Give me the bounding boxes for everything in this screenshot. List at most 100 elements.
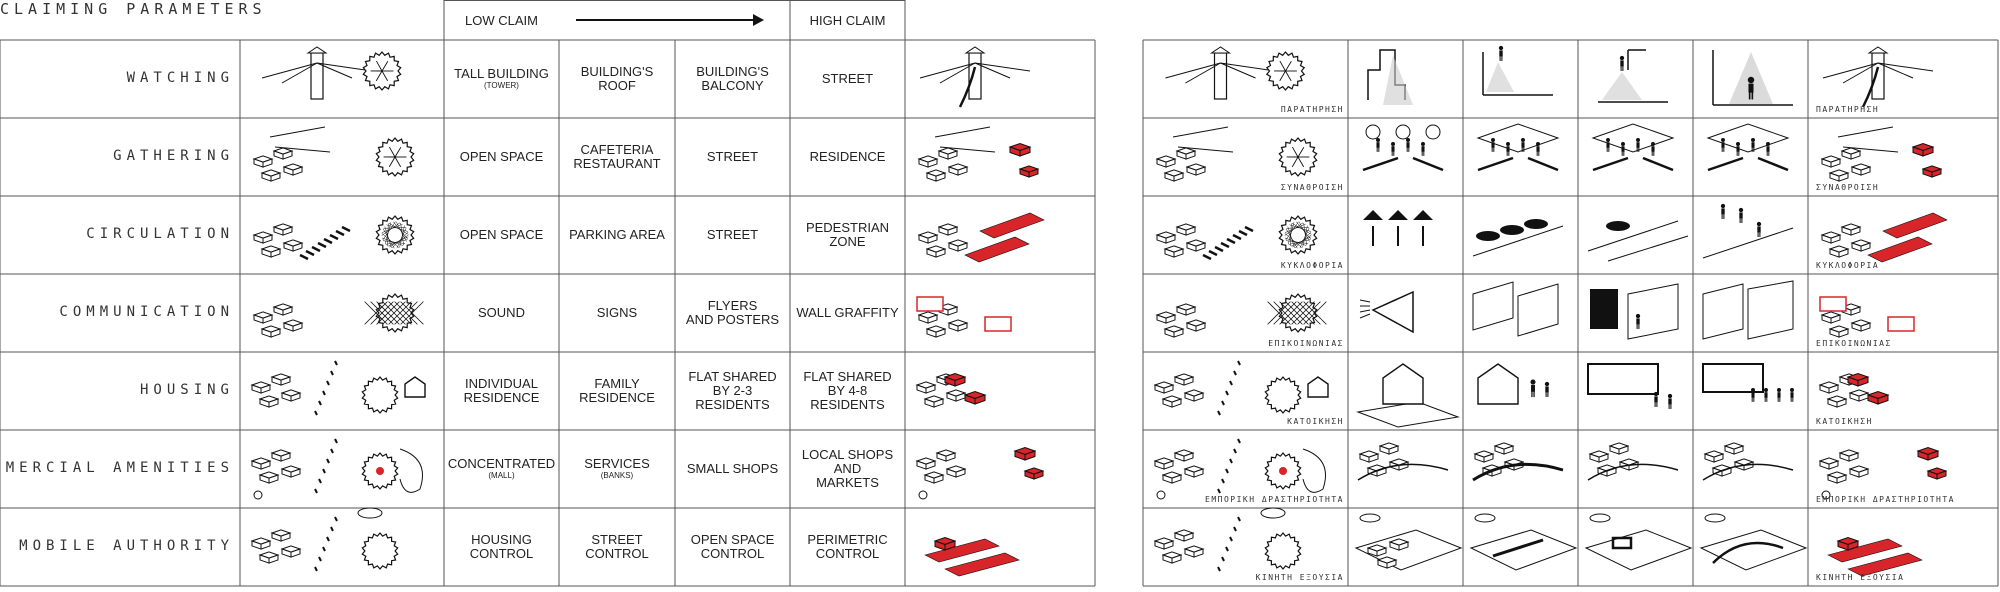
row-label: GATHERING bbox=[113, 148, 234, 164]
claim-scale-arrow bbox=[576, 14, 764, 26]
concept-diagram bbox=[1153, 438, 1326, 500]
claim-level-diagram bbox=[1706, 123, 1790, 172]
greek-label: ΚΑΤΟΙΚΗΣΗ bbox=[1816, 417, 1873, 426]
claim-result-diagram bbox=[915, 446, 1045, 500]
claim-level-diagram bbox=[1363, 210, 1433, 246]
claim-result-diagram bbox=[1819, 296, 1915, 338]
claim-result-diagram bbox=[917, 126, 1040, 182]
claim-cell: STREET bbox=[675, 118, 790, 196]
claim-text: SOUND bbox=[478, 305, 525, 320]
claim-level-diagram bbox=[1354, 513, 1463, 571]
greek-label: ΠΑΡΑΤΗΡΗΣΗ bbox=[1816, 105, 1880, 114]
claim-level-diagram bbox=[1598, 49, 1668, 103]
claim-result-diagram bbox=[1818, 372, 1890, 408]
claim-text: WALL GRAFFITY bbox=[796, 305, 899, 320]
claim-text: CONCENTRATED bbox=[447, 456, 556, 471]
claim-level-diagram bbox=[1367, 49, 1413, 105]
concept-diagram bbox=[252, 215, 415, 261]
claim-level-diagram bbox=[1702, 442, 1794, 481]
greek-label: ΣΥΝΑΘΡΟΙΣΗ bbox=[1816, 183, 1880, 192]
greek-label: ΚΙΝΗΤΗ ΕΞΟΥΣΙΑ bbox=[1816, 573, 1905, 582]
row-label: CIRCULATION bbox=[86, 226, 234, 242]
claim-text: PARKING AREA bbox=[569, 227, 665, 242]
claim-result-diagram bbox=[1818, 446, 1948, 500]
claim-result-diagram bbox=[1820, 126, 1943, 182]
claim-cell: SERVICES(BANKS) bbox=[559, 430, 675, 508]
claim-cell: SOUND bbox=[444, 274, 559, 352]
claim-result-diagram bbox=[917, 212, 1045, 263]
claim-cell: OPEN SPACE bbox=[444, 196, 559, 274]
claim-level-diagram bbox=[1359, 290, 1414, 334]
claim-cell: SIGNS bbox=[559, 274, 675, 352]
concept-diagram bbox=[261, 46, 402, 100]
greek-label: ΚΥΚΛΟΦΟΡΙΑ bbox=[1280, 261, 1344, 270]
claim-cell: CONCENTRATED(MALL) bbox=[444, 430, 559, 508]
claim-subtext: (BANKS) bbox=[600, 471, 634, 480]
claim-text: SMALL SHOPS bbox=[686, 461, 779, 476]
claim-cell: STREET bbox=[675, 196, 790, 274]
claim-level-diagram bbox=[1699, 513, 1808, 571]
greek-label: ΕΠΙΚΟΙΝΩΝΙΑΣ bbox=[1268, 339, 1344, 348]
claim-level-diagram bbox=[1587, 363, 1673, 409]
claim-cell: OPEN SPACE bbox=[444, 118, 559, 196]
concept-diagram bbox=[1153, 360, 1329, 416]
concept-diagram bbox=[1155, 293, 1327, 338]
claim-text: STREET bbox=[821, 71, 874, 86]
claim-level-diagram bbox=[1472, 281, 1559, 337]
claim-text: RESIDENCE bbox=[809, 149, 886, 164]
claim-text: TALL BUILDING bbox=[454, 66, 549, 81]
greek-label: ΚΑΤΟΙΚΗΣΗ bbox=[1287, 417, 1344, 426]
claim-cell: STREET bbox=[790, 40, 905, 118]
claim-result-diagram bbox=[924, 536, 1020, 577]
greek-label: ΠΑΡΑΤΗΡΗΣΗ bbox=[1280, 105, 1344, 114]
claim-cell: RESIDENCE bbox=[790, 118, 905, 196]
concept-diagram bbox=[1153, 507, 1302, 572]
claim-level-diagram bbox=[1590, 283, 1679, 340]
claim-result-diagram bbox=[1820, 212, 1948, 263]
claim-subtext: (TOWER) bbox=[484, 81, 519, 90]
claim-result-diagram bbox=[915, 372, 987, 408]
claim-level-diagram bbox=[1591, 123, 1675, 172]
claim-result-diagram bbox=[1827, 536, 1923, 577]
claim-text: OPEN SPACE bbox=[459, 227, 544, 242]
row-label: COMMUNICATION bbox=[59, 304, 234, 320]
page-title: CLAIMING PARAMETERS bbox=[0, 0, 267, 18]
claim-level-diagram bbox=[1712, 50, 1793, 106]
claim-text: STREET bbox=[706, 149, 759, 164]
greek-label: ΣΥΝΑΘΡΟΙΣΗ bbox=[1280, 183, 1344, 192]
claim-level-diagram bbox=[1477, 363, 1550, 405]
row-label: COMMERCIAL AMENITIES bbox=[0, 460, 234, 476]
claim-level-diagram bbox=[1587, 220, 1689, 262]
greek-label: ΕΜΠΟΡΙΚΗ ΔΡΑΣΤΗΡΙΟΤΗΤΑ bbox=[1816, 495, 1955, 504]
claim-level-diagram bbox=[1357, 442, 1449, 481]
concept-diagram bbox=[250, 438, 423, 500]
concept-diagram bbox=[252, 126, 415, 182]
claim-cell: TALL BUILDING(TOWER) bbox=[444, 40, 559, 118]
greek-label: ΕΠΙΚΟΙΝΩΝΙΑΣ bbox=[1816, 339, 1892, 348]
claim-text: OPEN SPACE bbox=[459, 149, 544, 164]
claim-subtext: (MALL) bbox=[488, 471, 515, 480]
